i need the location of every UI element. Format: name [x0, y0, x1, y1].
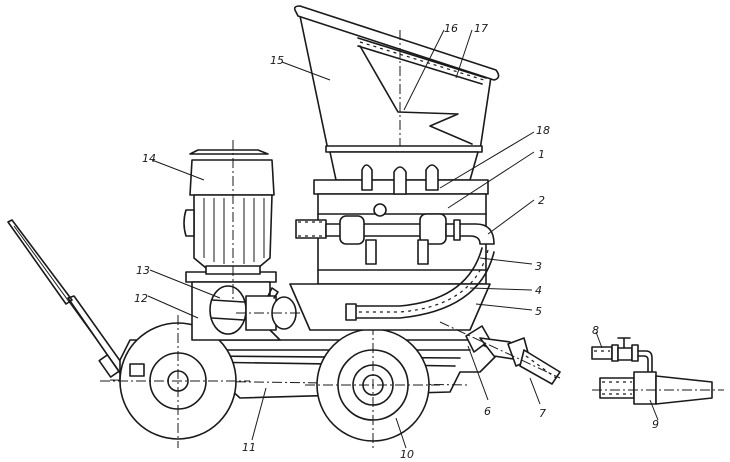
front-wheel: [305, 325, 440, 448]
callout-5: 5: [535, 305, 542, 318]
gearbox: [185, 271, 308, 341]
rear-wheel: [100, 315, 250, 448]
leader-2: [487, 199, 535, 235]
leader-18: [439, 131, 535, 189]
callout-12: 12: [134, 292, 148, 305]
air-pipeline: [295, 203, 495, 265]
callout-14: 14: [142, 152, 156, 165]
nozzle-detail: [591, 337, 724, 405]
electric-motor: [183, 140, 275, 300]
leader-15: [281, 61, 331, 81]
callout-6: 6: [484, 405, 491, 418]
callout-15: 15: [270, 54, 284, 67]
callout-9: 9: [652, 418, 659, 431]
callout-3: 3: [535, 260, 542, 273]
callout-1: 1: [538, 148, 545, 161]
leader-17: [455, 29, 473, 79]
callout-16: 16: [444, 22, 458, 35]
leader-4: [469, 287, 533, 291]
callout-2: 2: [538, 194, 545, 207]
leader-5: [475, 303, 533, 311]
outlet-nozzle: [439, 321, 561, 385]
callout-17: 17: [474, 22, 488, 35]
leader-1: [447, 151, 535, 209]
callout-13: 13: [136, 264, 150, 277]
material-hose: [345, 247, 495, 321]
callout-8: 8: [592, 324, 599, 337]
leader-8: [595, 331, 603, 349]
tow-bar: [7, 219, 129, 378]
leader-lines: [147, 29, 659, 449]
callout-7: 7: [539, 407, 546, 420]
leader-13: [149, 269, 221, 299]
leader-7: [529, 377, 541, 405]
callout-labels: 1 2 3 4 5 6 7 8 9 10 11 12 13 14 15 16 1…: [134, 22, 659, 461]
leader-6: [467, 345, 489, 401]
callout-18: 18: [536, 124, 550, 137]
leader-12: [147, 295, 199, 319]
callout-11: 11: [242, 441, 256, 454]
leader-16: [403, 29, 445, 111]
leader-10: [395, 417, 407, 449]
leader-14: [151, 159, 205, 181]
leader-3: [479, 257, 533, 265]
leader-9: [649, 399, 659, 421]
leader-11: [251, 387, 267, 441]
callout-4: 4: [535, 284, 542, 297]
hopper: [293, 5, 500, 300]
callout-10: 10: [400, 448, 414, 461]
